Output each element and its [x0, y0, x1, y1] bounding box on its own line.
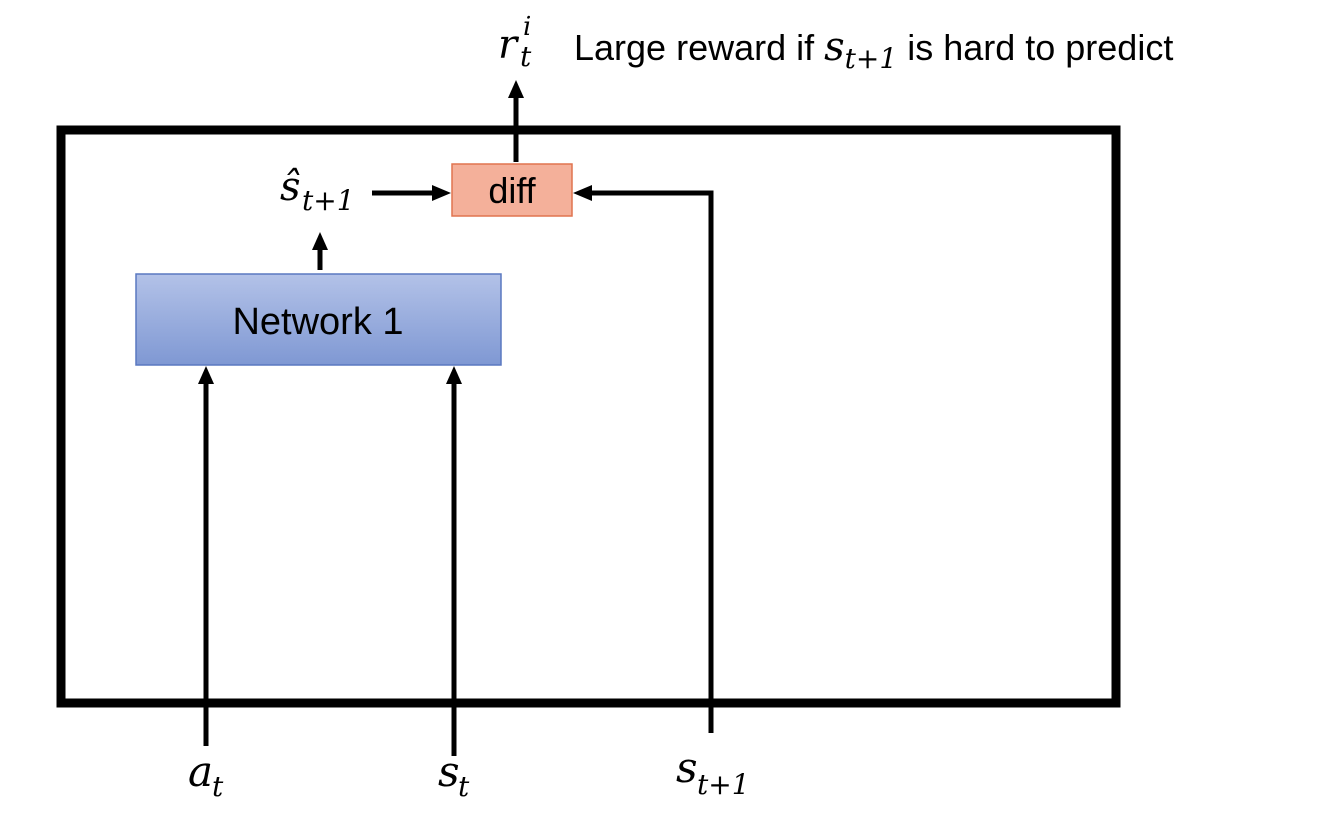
reward-caption: Large reward if st+1 is hard to predict [574, 24, 1173, 75]
next-state-symbol: s [676, 743, 698, 792]
next-state-label: s t+1 [676, 743, 750, 801]
prediction-to-diff-arrow [372, 185, 451, 201]
state-input-arrow [446, 366, 462, 756]
diff-to-reward-arrow [508, 80, 524, 162]
prediction-symbol: ŝ [280, 164, 301, 210]
prediction-subscript: t+1 [302, 184, 355, 217]
reward-subscript: t [520, 40, 532, 73]
reward-caption-var-sub: t+1 [845, 42, 898, 75]
action-symbol: a [188, 747, 213, 796]
action-label: a t [188, 747, 224, 803]
next-state-subscript: t+1 [697, 768, 750, 801]
module-frame [56, 125, 1121, 708]
network-label: Network 1 [232, 301, 403, 343]
network-box [135, 273, 502, 366]
prediction-label: ŝ t+1 [280, 164, 355, 217]
state-subscript: t [458, 770, 470, 803]
action-subscript: t [212, 770, 224, 803]
reward-caption-var: s [824, 24, 845, 70]
intrinsic-reward-symbol: r i t [498, 12, 532, 73]
network-output-arrow [312, 232, 328, 270]
next-state-to-diff-arrow [573, 185, 714, 733]
reward-superscript: i [523, 12, 531, 42]
action-input-arrow [198, 366, 214, 746]
reward-caption-prefix: Large reward if [574, 27, 824, 68]
diff-box [451, 163, 573, 217]
state-label: s t [438, 747, 470, 803]
reward-symbol-r: r [498, 22, 520, 68]
reward-caption-suffix: is hard to predict [897, 27, 1173, 68]
state-symbol: s [438, 747, 460, 796]
diff-label: diff [488, 170, 536, 211]
